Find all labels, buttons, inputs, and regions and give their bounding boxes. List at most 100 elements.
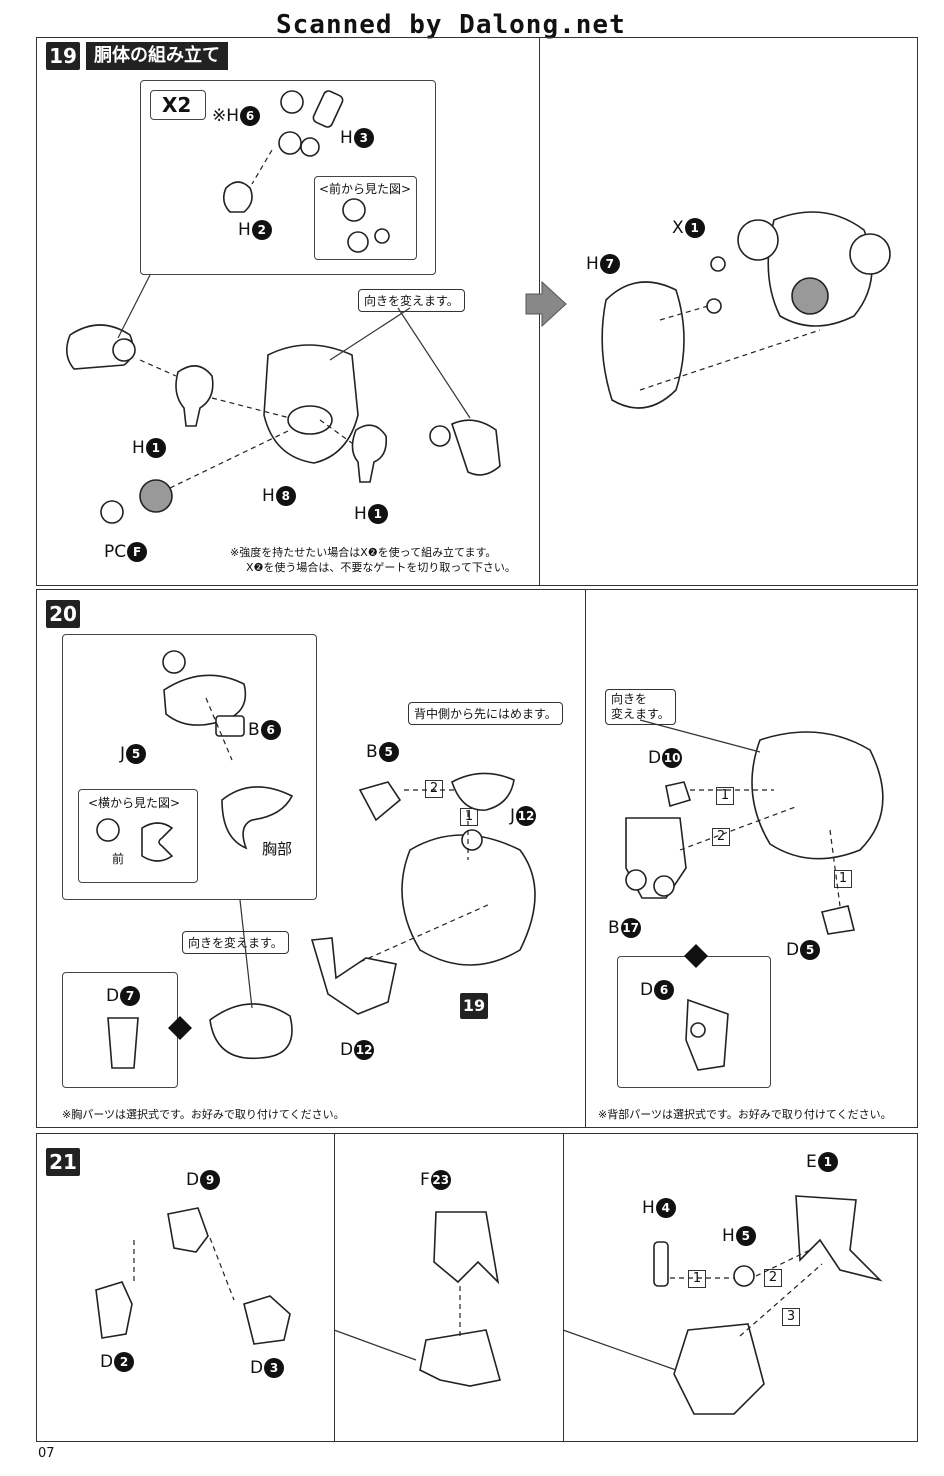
back-first-callout: 背中側から先にはめます。 bbox=[408, 702, 563, 725]
d6-part-shape bbox=[685, 998, 729, 1071]
guide-line bbox=[739, 1263, 823, 1337]
b6-part-shape bbox=[215, 715, 245, 737]
pc-f-ball bbox=[139, 479, 173, 513]
h1-right-shape bbox=[351, 424, 388, 483]
guide-line bbox=[169, 429, 291, 489]
turn-around-callout: 向きを変えます。 bbox=[358, 289, 465, 312]
step-19-title: 胴体の組み立て bbox=[86, 42, 228, 70]
step-19-note-2: X❷を使う場合は、不要なゲートを切り取って下さい。 bbox=[246, 561, 516, 574]
page-number: 07 bbox=[38, 1446, 55, 1461]
step-19-detail-box bbox=[140, 80, 436, 275]
pointer-line bbox=[333, 1329, 417, 1361]
front-view-joint-shape bbox=[347, 231, 369, 253]
guide-line bbox=[209, 1237, 235, 1301]
front-view-box bbox=[314, 176, 417, 260]
back-torso-shape bbox=[751, 731, 884, 860]
h2-part-shape bbox=[222, 181, 253, 213]
shoulder-part-right bbox=[451, 419, 501, 476]
guide-line bbox=[679, 805, 799, 851]
front-view-ball-shape bbox=[374, 228, 390, 244]
h6-ball-shape bbox=[300, 137, 320, 157]
pointer-line bbox=[397, 307, 471, 419]
d9-part-shape bbox=[167, 1207, 209, 1253]
step-21-badge: 21 bbox=[46, 1148, 80, 1176]
shoulder-right-assembled bbox=[849, 233, 891, 275]
front-view-label: <前から見た図> bbox=[319, 182, 412, 196]
guide-line bbox=[211, 397, 291, 419]
h1-left-shape bbox=[175, 365, 214, 427]
option-diamond-icon bbox=[684, 944, 708, 968]
guide-line bbox=[829, 829, 841, 907]
multiplier-label: X2 bbox=[162, 93, 192, 117]
guide-line bbox=[755, 1249, 811, 1277]
side-view-shape bbox=[141, 822, 174, 862]
d7-part-shape bbox=[107, 1017, 139, 1069]
pointer-line bbox=[239, 899, 253, 1009]
chest-label: 胸部 bbox=[262, 840, 293, 858]
pointer-line bbox=[329, 307, 411, 361]
torso-assembled-step20 bbox=[401, 834, 536, 966]
h7-back-shape bbox=[601, 281, 685, 409]
pointer-line bbox=[117, 274, 151, 339]
warning-icon bbox=[280, 90, 304, 114]
turn-around-callout-3: 向きを変えます。 bbox=[605, 689, 676, 725]
x1-joint-shape-2 bbox=[706, 298, 722, 314]
d3-part-shape bbox=[243, 1295, 291, 1345]
shoulder-ball-left bbox=[112, 338, 136, 362]
step-20-right-divider bbox=[585, 589, 586, 1128]
side-view-box bbox=[78, 789, 198, 883]
h8-torso-shape bbox=[263, 344, 359, 464]
guide-line bbox=[205, 697, 233, 761]
d10-part-shape bbox=[665, 781, 692, 808]
torso-core-shape bbox=[791, 277, 829, 315]
step-21-panel bbox=[36, 1133, 918, 1442]
guide-line bbox=[359, 903, 491, 963]
torso-ring-shape bbox=[287, 405, 333, 435]
warning-icon bbox=[100, 500, 124, 524]
step-21-substep-3: 3 bbox=[782, 1308, 800, 1326]
b17-port-1 bbox=[625, 869, 647, 891]
x1-joint-shape bbox=[710, 256, 726, 272]
e1-part-shape bbox=[795, 1195, 883, 1282]
step-19-note-1: ※強度を持たせたい場合はX❷を使って組み立てます。 bbox=[230, 546, 497, 559]
step-21-divider-1 bbox=[334, 1133, 335, 1442]
d5-part-shape bbox=[821, 905, 855, 935]
chest-option-box bbox=[62, 634, 317, 900]
next-arrow-icon bbox=[525, 280, 567, 328]
side-view-label: <横から見た図> bbox=[88, 796, 181, 810]
substep-1-left: 1 bbox=[460, 808, 478, 826]
j12-part-shape bbox=[451, 772, 515, 811]
step-20-note-right: ※背部パーツは選択式です。お好みで取り付けてください。 bbox=[598, 1108, 892, 1121]
step-19-panel bbox=[36, 37, 918, 586]
warning-icon bbox=[96, 818, 120, 842]
multiplier-box bbox=[150, 90, 206, 120]
shoulder-left-assembled bbox=[737, 219, 779, 261]
pointer-line bbox=[562, 1329, 677, 1371]
guide-line bbox=[251, 149, 273, 185]
step-20-panel bbox=[36, 589, 918, 1128]
step-21-substep-2: 2 bbox=[764, 1269, 782, 1287]
chest-cover-shape bbox=[209, 1003, 293, 1060]
substep-1-right-bottom: 1 bbox=[834, 870, 852, 888]
warning-icon bbox=[162, 650, 186, 674]
step-21-divider-2 bbox=[563, 1133, 564, 1442]
